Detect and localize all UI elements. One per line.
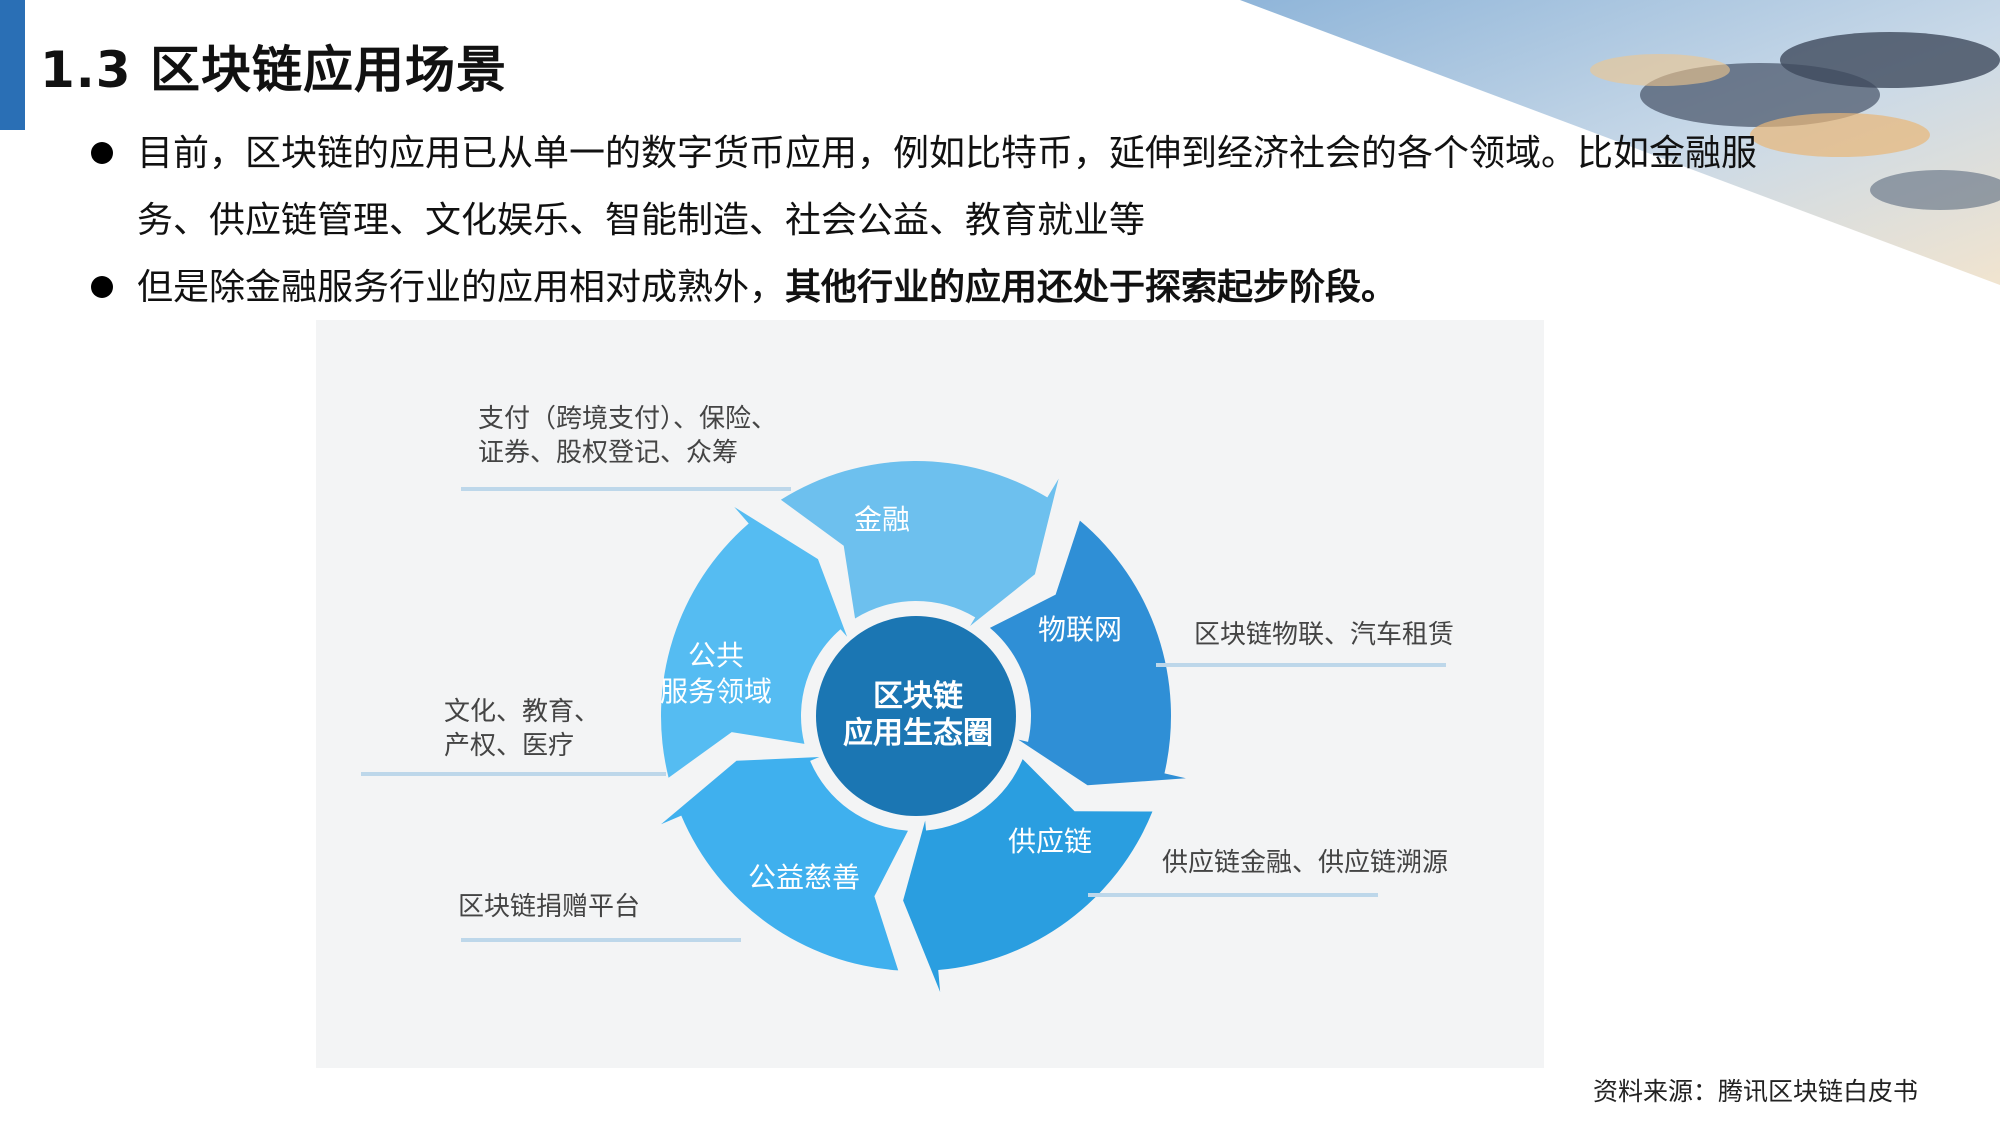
annotation-public-line: 文化、教育、 <box>444 697 601 727</box>
bullet-dot-icon <box>91 276 113 298</box>
annotation-public-line: 产权、医疗 <box>444 731 575 761</box>
annotation-rule-supply <box>1088 893 1378 897</box>
source-note: 资料来源：腾讯区块链白皮书 <box>1592 1077 1918 1106</box>
segment-label-public: 公共 服务领域 <box>646 638 786 710</box>
bullet-dot-icon <box>91 142 113 164</box>
annotation-iot: 区块链物联、汽车租赁 <box>1194 620 1455 650</box>
center-label-line: 应用生态圈 <box>843 716 993 751</box>
center-circle <box>816 616 1016 816</box>
segment-label-iot: 物联网 <box>1037 613 1122 646</box>
ring-arrow-iot <box>989 520 1186 786</box>
bullet-bold-text: 其他行业的应用还处于探索起步阶段。 <box>785 267 1398 308</box>
annotation-finance-line: 支付（跨境支付）、保险、 <box>478 404 778 434</box>
bullet-item: 但是除金融服务行业的应用相对成熟外，其他行业的应用还处于探索起步阶段。 <box>85 254 1785 321</box>
annotation-public: 文化、教育、 产权、医疗 <box>444 695 600 763</box>
segment-label-charity: 公益慈善 <box>747 861 860 894</box>
title-accent-bar <box>0 0 25 130</box>
annotation-supply: 供应链金融、供应链溯源 <box>1162 848 1449 878</box>
segment-label-public-line: 公共 <box>687 639 744 672</box>
bullet-text: 但是除金融服务行业的应用相对成熟外， <box>137 267 786 308</box>
annotation-rule-charity <box>461 938 741 942</box>
annotation-rule-finance <box>461 487 791 491</box>
bullet-item: 目前，区块链的应用已从单一的数字货币应用，例如比特币，延伸到经济社会的各个领域。… <box>85 120 1827 254</box>
annotation-finance: 支付（跨境支付）、保险、 证券、股权登记、众筹 <box>478 402 777 470</box>
center-label-line: 区块链 <box>873 679 963 714</box>
annotation-finance-line: 证券、股权登记、众筹 <box>478 438 739 468</box>
segment-label-public-line: 服务领域 <box>659 675 772 708</box>
ring-arrow-finance <box>780 460 1059 626</box>
ring-arrow-charity <box>661 757 908 971</box>
ecosystem-diagram: 支付（跨境支付）、保险、 证券、股权登记、众筹 区块链物联、汽车租赁 文化、教育… <box>316 320 1544 1068</box>
segment-label-finance: 金融 <box>853 503 910 536</box>
page-title: 1.3 区块链应用场景 <box>40 41 507 99</box>
bullet-text: 目前，区块链的应用已从单一的数字货币应用，例如比特币，延伸到经济社会的各个领域。… <box>137 133 1758 241</box>
segment-label-supply: 供应链 <box>1007 825 1092 858</box>
bullet-list: 目前，区块链的应用已从单一的数字货币应用，例如比特币，延伸到经济社会的各个领域。… <box>85 120 1785 321</box>
ecosystem-ring <box>661 460 1186 992</box>
center-label: 区块链 应用生态圈 <box>828 678 1008 752</box>
annotation-rule-iot <box>1156 663 1446 667</box>
sky-banner-image <box>1240 0 2000 285</box>
ring-arrow-public-service <box>661 506 848 778</box>
ring-arrow-supply-chain <box>903 759 1153 992</box>
annotation-charity: 区块链捐赠平台 <box>458 892 641 922</box>
annotation-rule-public <box>361 772 666 776</box>
